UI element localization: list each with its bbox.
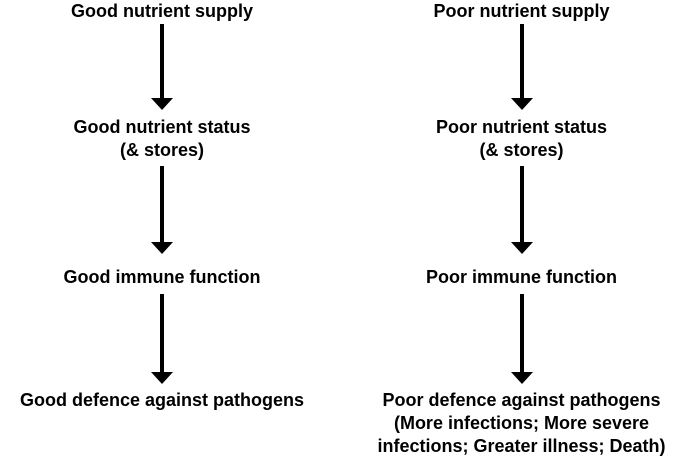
arrow-head: [510, 98, 533, 110]
arrow-stem: [160, 166, 164, 242]
arrow-down-icon: [151, 24, 173, 110]
arrow-stem: [519, 166, 524, 242]
node-poor-defence: Poor defence against pathogens (More inf…: [377, 390, 666, 456]
arrow-stem: [519, 24, 524, 98]
arrow-head: [151, 242, 173, 254]
arrow-down-icon: [510, 166, 533, 254]
node-poor-nutrient-supply: Poor nutrient supply: [433, 1, 610, 21]
arrow-head: [151, 372, 173, 384]
arrow-head: [151, 98, 173, 110]
arrow-head: [510, 372, 533, 384]
arrow-down-icon: [510, 294, 533, 384]
arrow-stem: [160, 24, 164, 98]
node-poor-nutrient-status: Poor nutrient status (& stores): [435, 117, 607, 160]
arrow-down-icon: [510, 24, 533, 110]
node-good-immune-function: Good immune function: [63, 267, 261, 287]
node-good-defence: Good defence against pathogens: [19, 390, 305, 410]
arrow-down-icon: [151, 166, 173, 254]
arrow-stem: [160, 294, 164, 372]
arrow-down-icon: [151, 294, 173, 384]
node-poor-immune-function: Poor immune function: [426, 267, 617, 287]
column-good-nutrition: Good nutrient supply Good nutrient statu…: [0, 0, 324, 412]
column-poor-nutrition: Poor nutrient supply Poor nutrient statu…: [358, 0, 685, 458]
arrow-stem: [519, 294, 524, 372]
arrow-head: [510, 242, 533, 254]
node-good-nutrient-status: Good nutrient status (& stores): [73, 117, 251, 160]
node-good-nutrient-supply: Good nutrient supply: [71, 1, 253, 21]
